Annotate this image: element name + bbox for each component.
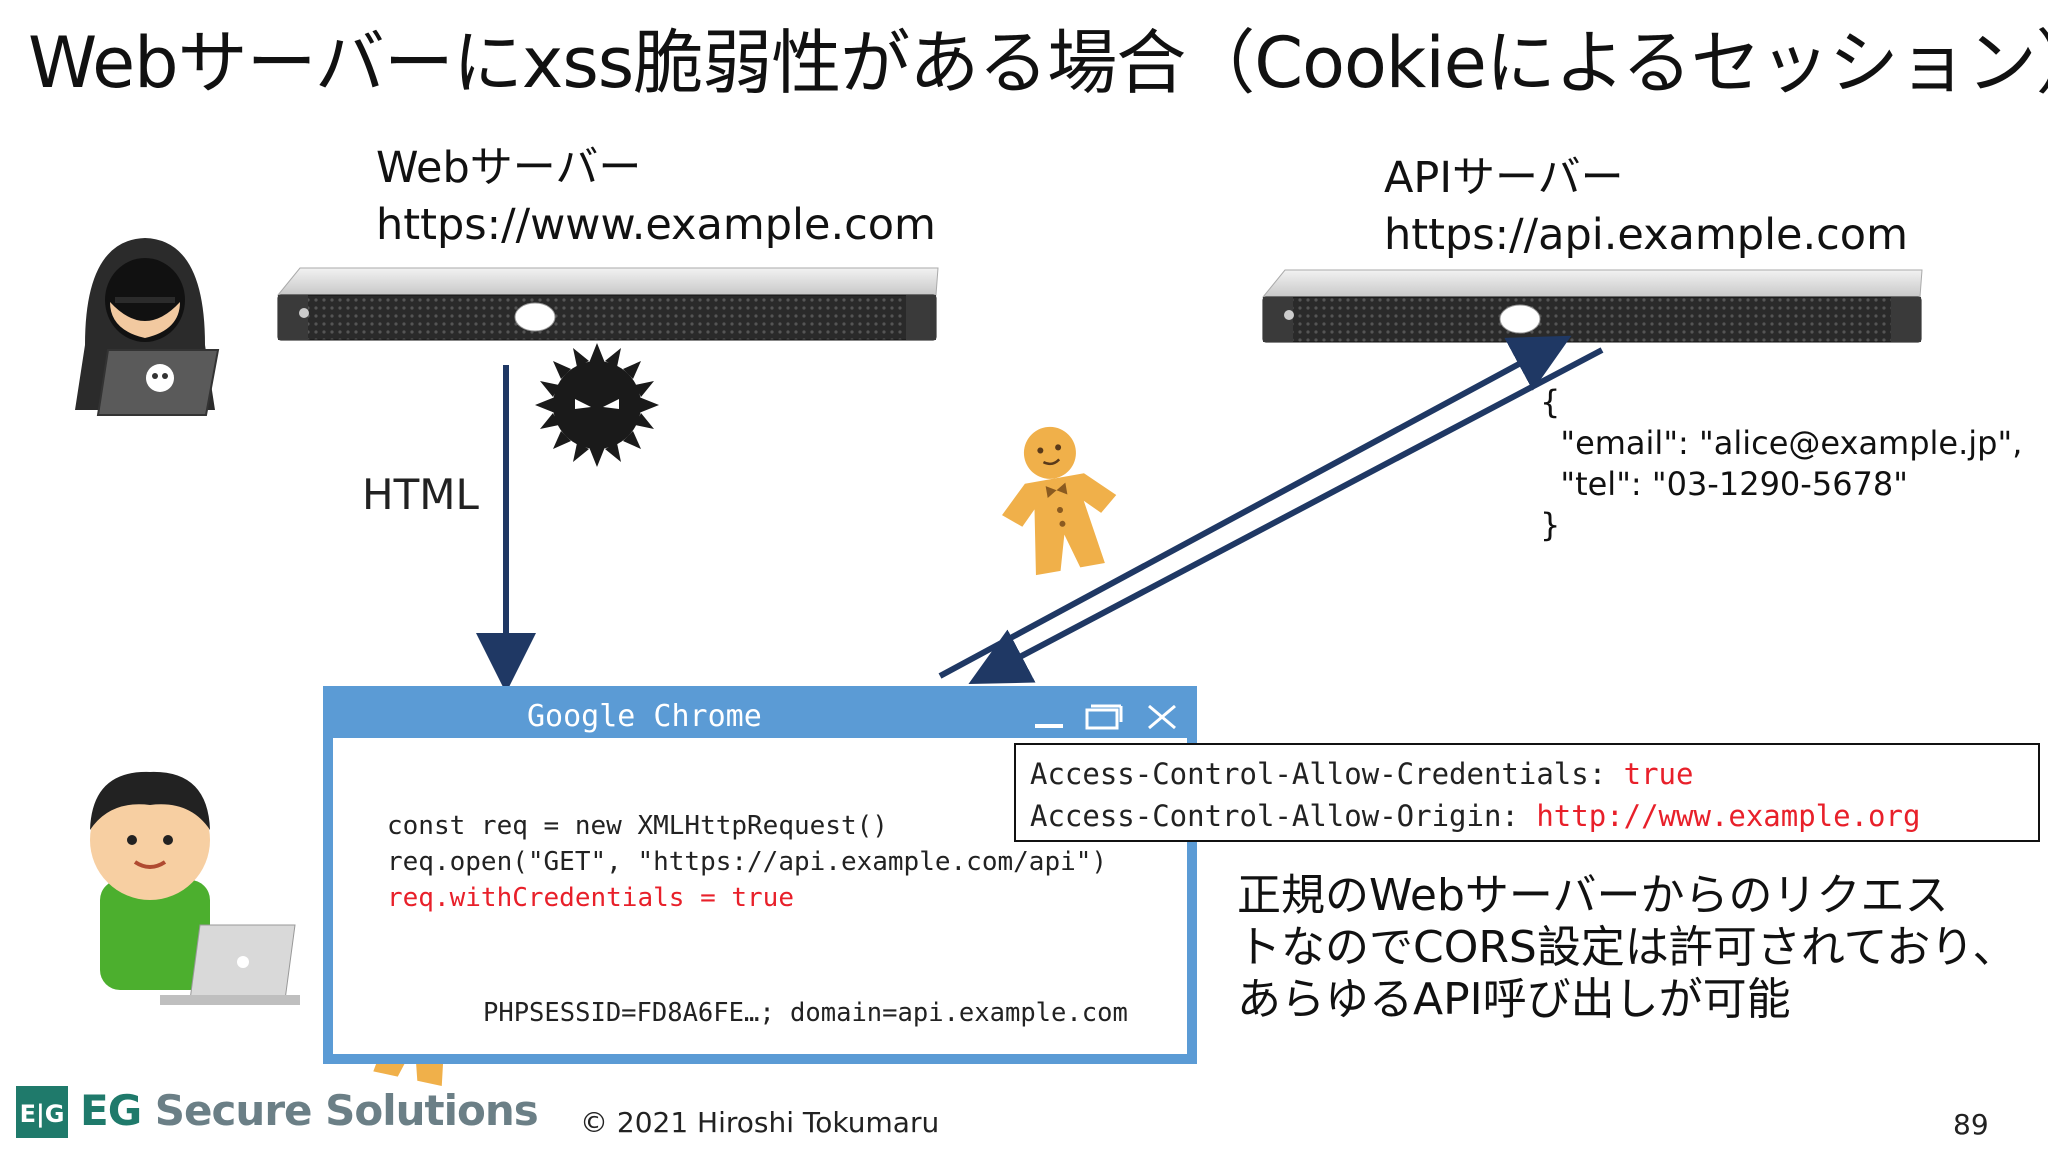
code-line-1: const req = new XMLHttpRequest() — [387, 811, 888, 841]
malware-icon — [535, 343, 659, 467]
json-open: { — [1540, 383, 1561, 421]
explanation-note: 正規のWebサーバーからのリクエス トなのでCORS設定は許可されており、 あら… — [1237, 870, 2016, 1026]
code-line-3: req.withCredentials = true — [387, 883, 794, 913]
cors-origin-key: Access-Control-Allow-Origin: — [1030, 799, 1537, 833]
json-response: { "email": "alice@example.jp", "tel": "0… — [1540, 382, 2022, 546]
minimize-icon[interactable] — [1031, 700, 1067, 734]
logo-rest: Secure Solutions — [141, 1086, 539, 1135]
web-server-icon — [276, 267, 939, 341]
cors-origin-value: http://www.example.org — [1536, 799, 1921, 833]
company-logo-text: EG Secure Solutions — [80, 1086, 539, 1135]
web-server-name: Webサーバー — [376, 143, 642, 193]
api-server-name: APIサーバー — [1384, 153, 1624, 203]
request-arrow — [938, 335, 1572, 679]
cookie-icon-top — [1002, 426, 1117, 576]
copyright: © 2021 Hiroshi Tokumaru — [580, 1106, 940, 1139]
maximize-icon[interactable] — [1083, 700, 1125, 734]
json-email: "email": "alice@example.jp", — [1540, 424, 2023, 462]
api-server-url: https://api.example.com — [1384, 210, 1908, 260]
api-server-label: APIサーバー https://api.example.com — [1384, 150, 1908, 264]
cors-credentials-key: Access-Control-Allow-Credentials: — [1030, 757, 1624, 791]
cors-line-origin: Access-Control-Allow-Origin: http://www.… — [1030, 799, 1920, 833]
api-server-icon — [1261, 269, 1923, 343]
hacker-icon — [75, 238, 220, 416]
xhr-code: const req = new XMLHttpRequest() req.open… — [387, 808, 1107, 916]
company-logo-mark: E|G — [16, 1086, 68, 1138]
note-line-2: トなのでCORS設定は許可されており、 — [1237, 922, 2017, 973]
browser-titlebar: Google Chrome — [333, 696, 1187, 738]
json-tel: "tel": "03-1290-5678" — [1540, 465, 1908, 503]
response-arrow — [968, 347, 1604, 684]
note-line-3: あらゆるAPI呼び出しが可能 — [1237, 974, 1791, 1025]
cors-header-box: Access-Control-Allow-Credentials: true A… — [1014, 743, 2040, 842]
browser-title: Google Chrome — [527, 699, 762, 734]
note-line-1: 正規のWebサーバーからのリクエス — [1237, 870, 1949, 921]
cors-line-credentials: Access-Control-Allow-Credentials: true — [1030, 757, 1693, 791]
page-number: 89 — [1953, 1108, 1989, 1141]
cors-credentials-value: true — [1623, 757, 1694, 791]
user-icon — [90, 771, 300, 1005]
html-arrow-label: HTML — [362, 470, 479, 519]
code-line-2: req.open("GET", "https://api.example.com… — [387, 847, 1108, 877]
session-cookie: PHPSESSID=FD8A6FE…; domain=api.example.c… — [483, 998, 1128, 1028]
close-icon[interactable] — [1145, 700, 1181, 734]
logo-mark-text: E|G — [20, 1100, 65, 1128]
web-server-url: https://www.example.com — [376, 200, 936, 250]
logo-eg: EG — [80, 1086, 142, 1135]
slide-title: Webサーバーにxss脆弱性がある場合（Cookieによるセッション） — [28, 22, 2048, 104]
json-close: } — [1540, 506, 1561, 544]
web-server-label: Webサーバー https://www.example.com — [376, 140, 936, 254]
